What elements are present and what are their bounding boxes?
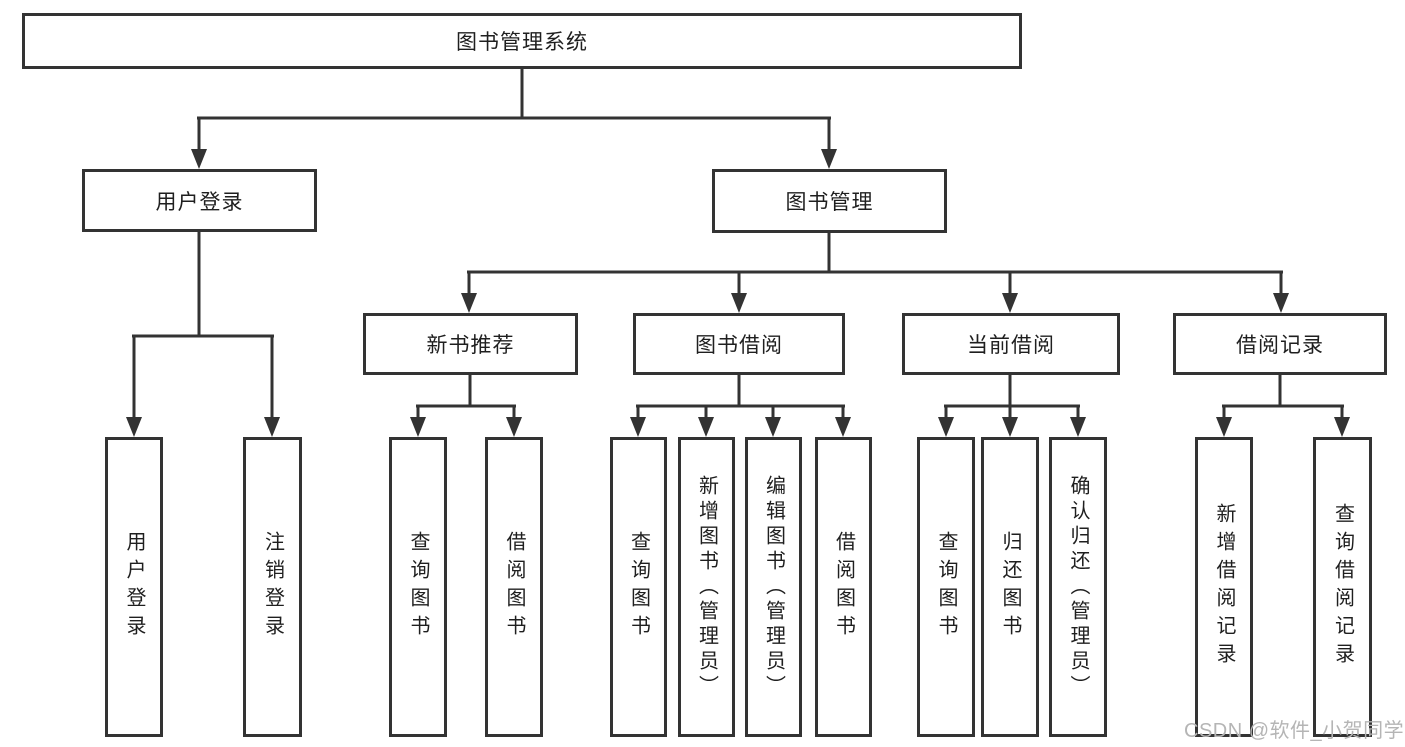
arrowhead-icon [1273, 293, 1289, 313]
node-leaf-return-book: 归还图书 [981, 437, 1039, 737]
arrowhead-icon [938, 417, 954, 437]
edge-user-login-to-leaves [132, 232, 274, 420]
arrowhead-icon [1334, 417, 1350, 437]
node-leaf-confirm-return: 确认归还（管理员） [1049, 437, 1107, 737]
arrowhead-icon [506, 417, 522, 437]
node-borrow-records: 借阅记录 [1173, 313, 1387, 375]
node-label: 查询图书 [935, 531, 957, 643]
arrowhead-icon [461, 293, 477, 313]
node-label: 图书管理系统 [456, 31, 588, 54]
arrowhead-icon [765, 417, 781, 437]
node-label: 新增借阅记录 [1213, 503, 1235, 671]
arrowhead-icon [410, 417, 426, 437]
arrowhead-icon [731, 293, 747, 313]
arrowhead-icon [1070, 417, 1086, 437]
node-book-borrow: 图书借阅 [633, 313, 845, 375]
node-label: 图书管理 [785, 191, 874, 214]
node-label: 查询图书 [627, 531, 650, 643]
arrowhead-icon [1216, 417, 1232, 437]
node-label: 确认归还（管理员） [1067, 474, 1089, 700]
node-label: 图书借阅 [695, 334, 783, 357]
arrowhead-icon [835, 417, 851, 437]
arrowhead-icon [1002, 417, 1018, 437]
node-label: 新增图书（管理员） [695, 474, 718, 700]
node-leaf-query-books-current: 查询图书 [917, 437, 975, 737]
node-leaf-query-books-rec: 查询图书 [389, 437, 447, 737]
edge-borrow-records-to-leaves [1222, 375, 1344, 421]
node-label: 注销登录 [261, 531, 284, 643]
node-leaf-query-borrow-record: 查询借阅记录 [1313, 437, 1372, 737]
node-user-login: 用户登录 [82, 169, 317, 232]
edge-new-book-rec-to-leaves [416, 375, 516, 421]
node-new-book-rec: 新书推荐 [363, 313, 578, 375]
node-leaf-logout: 注销登录 [243, 437, 302, 737]
node-leaf-edit-book: 编辑图书（管理员） [745, 437, 802, 737]
csdn-watermark: CSDN @软件_小贺同学 [1184, 720, 1405, 742]
node-leaf-add-book: 新增图书（管理员） [678, 437, 735, 737]
node-leaf-query-books-borrow: 查询图书 [610, 437, 667, 737]
arrowhead-icon [821, 149, 837, 169]
arrowhead-icon [1002, 293, 1018, 313]
node-label: 借阅图书 [503, 531, 525, 643]
edge-book-mgmt-to-level3 [467, 233, 1283, 296]
node-leaf-borrow-books-rec: 借阅图书 [485, 437, 543, 737]
node-label: 当前借阅 [967, 334, 1055, 357]
node-label: 用户登录 [155, 190, 244, 214]
arrowhead-icon [264, 417, 280, 437]
arrowhead-icon [630, 417, 646, 437]
node-current-borrow: 当前借阅 [902, 313, 1120, 375]
node-label: 查询借阅记录 [1331, 503, 1354, 671]
edge-root-to-level2 [197, 69, 831, 152]
node-leaf-user-login: 用户登录 [105, 437, 163, 737]
arrowhead-icon [126, 417, 142, 437]
node-label: 借阅图书 [832, 531, 855, 643]
node-label: 归还图书 [999, 531, 1021, 643]
arrowhead-icon [191, 149, 207, 169]
node-label: 借阅记录 [1236, 334, 1324, 357]
edge-book-borrow-to-leaves [636, 375, 845, 421]
node-leaf-borrow-books-borrow: 借阅图书 [815, 437, 872, 737]
node-label: 查询图书 [407, 531, 429, 643]
node-root: 图书管理系统 [22, 13, 1022, 69]
node-label: 用户登录 [123, 531, 145, 643]
node-label: 编辑图书（管理员） [762, 474, 785, 700]
node-label: 新书推荐 [426, 334, 515, 357]
arrowhead-icon [698, 417, 714, 437]
node-book-mgmt: 图书管理 [712, 169, 947, 233]
node-leaf-add-borrow-record: 新增借阅记录 [1195, 437, 1253, 737]
edge-current-borrow-to-leaves [944, 375, 1080, 421]
